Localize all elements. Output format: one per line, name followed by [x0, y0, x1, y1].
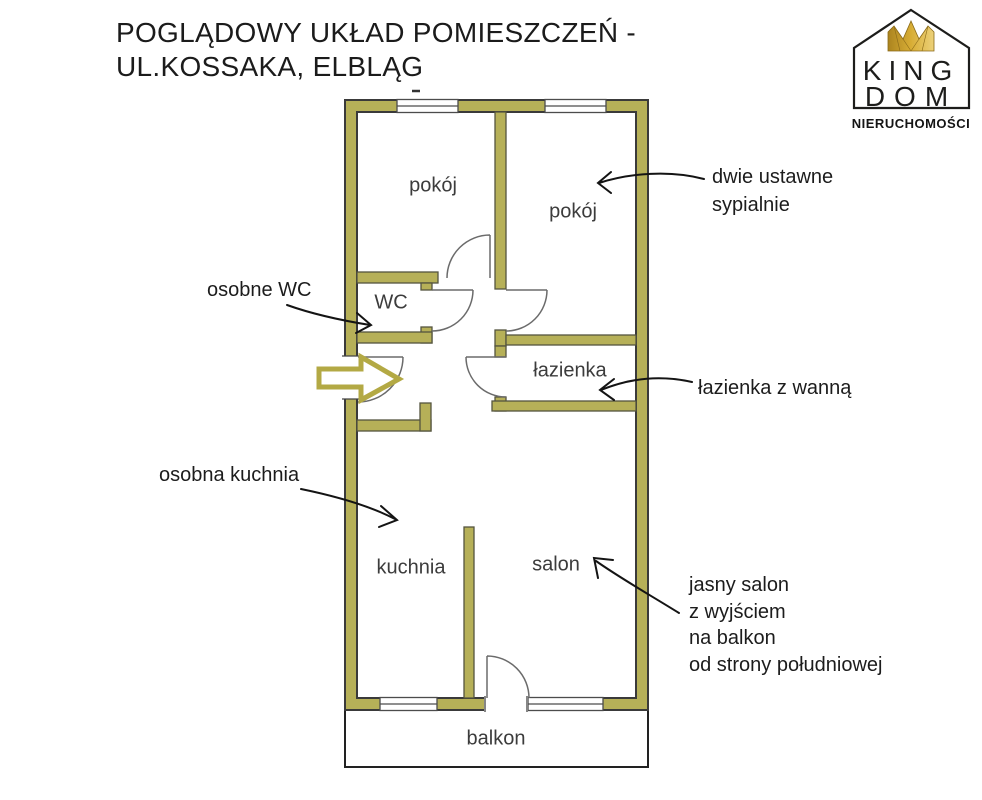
wall-wc-right-top	[420, 282, 433, 291]
arrow-bathroom	[598, 377, 693, 401]
room-label-pokoj-2: pokój	[549, 200, 597, 223]
crown-icon	[887, 20, 935, 52]
doors	[357, 234, 548, 699]
wall-lazienka-bottom	[491, 400, 637, 412]
annotation-arrows	[286, 171, 705, 614]
logo-subtitle: NIERUCHOMOŚCI	[852, 116, 970, 131]
door-balcony	[486, 655, 530, 699]
annotation-wc: osobne WC	[207, 279, 312, 301]
room-label-salon: salon	[532, 553, 580, 576]
wall-lazienka-top	[505, 334, 637, 346]
windows	[379, 98, 607, 712]
room-label-lazienka: łazienka	[533, 359, 607, 382]
crown-facets	[893, 25, 929, 52]
kingdom-logo: KING DOM NIERUCHOMOŚCI	[852, 8, 971, 131]
arrow-living	[592, 556, 680, 614]
wall-kitchen-divider	[463, 526, 475, 699]
annotation-bathroom: łazienka z wanną	[698, 377, 852, 399]
door-wc	[431, 289, 474, 332]
door-pokoj-2	[505, 289, 548, 332]
arrow-kitchen	[300, 488, 399, 528]
wall-hall-stub	[419, 402, 432, 432]
logo-text-king: KING	[863, 55, 959, 86]
room-label-kuchnia: kuchnia	[376, 556, 446, 579]
logo-text-dom: DOM	[865, 81, 957, 112]
door-lazienka	[465, 356, 507, 398]
wall-wc-bottom	[356, 331, 433, 344]
room-label-wc: WC	[374, 291, 408, 314]
interior-walls	[356, 111, 637, 699]
house-outline-icon	[852, 8, 971, 110]
wall-bedroom-divider	[494, 111, 507, 290]
balcony-outline	[344, 709, 649, 768]
arrow-bedrooms	[596, 171, 705, 194]
annotation-kitchen: osobna kuchnia	[159, 464, 300, 486]
arrow-wc	[286, 304, 373, 334]
door-pokoj-1	[446, 234, 491, 279]
wall-lazienka-left-top	[494, 345, 507, 358]
wall-bedroom-divider-stub	[494, 329, 507, 347]
entrance-arrow-icon	[316, 352, 405, 405]
page-title: POGLĄDOWY UKŁAD POMIESZCZEŃ - UL.KOSSAKA…	[116, 17, 637, 83]
room-label-balkon: balkon	[466, 727, 526, 750]
annotation-living: jasny salon z wyjściem na balkon od stro…	[689, 574, 883, 676]
wall-pokoj1-bottom	[356, 271, 439, 284]
annotation-bedrooms: dwie ustawne sypialnie	[712, 166, 834, 217]
room-label-pokoj-1: pokój	[409, 174, 457, 197]
